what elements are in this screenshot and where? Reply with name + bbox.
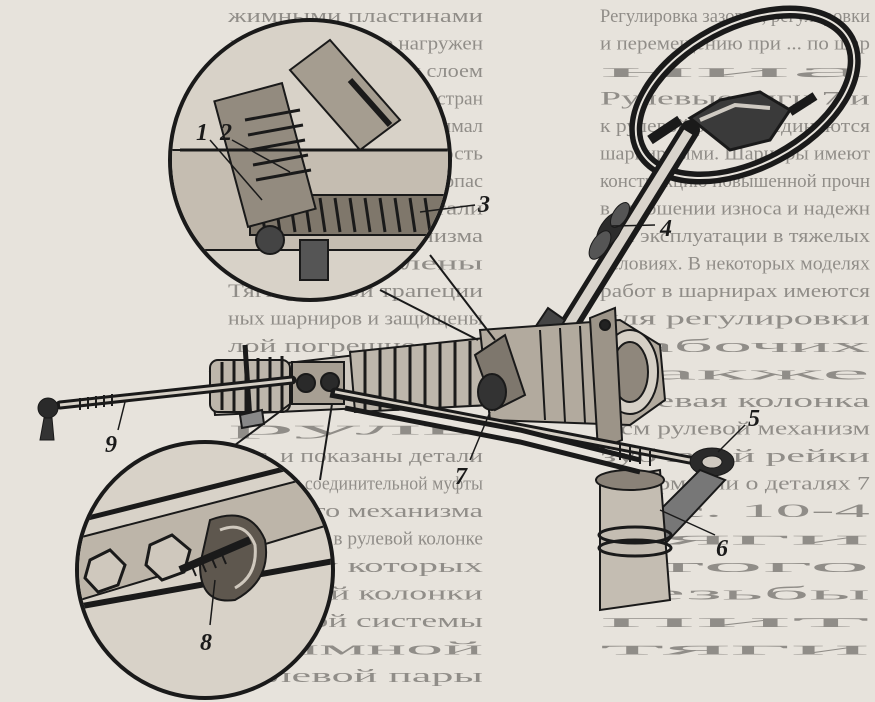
tie-rod-thread bbox=[79, 394, 113, 410]
background-text-line: рулевой пары bbox=[228, 666, 484, 687]
background-text-line: Рис. и показаны детали bbox=[228, 446, 483, 467]
background-text-line: жимными пластинами bbox=[227, 6, 483, 27]
callout-8: 8 bbox=[200, 630, 212, 656]
mounting-bracket bbox=[588, 306, 624, 452]
callout-leaders bbox=[117, 139, 746, 626]
steering-wheel bbox=[629, 5, 861, 185]
detail-leader-bottom bbox=[234, 403, 333, 481]
pinion-housing bbox=[473, 333, 527, 412]
background-text-line: для регулировки bbox=[600, 309, 870, 330]
callout-7: 7 bbox=[455, 464, 468, 490]
background-text-line: также bbox=[600, 364, 870, 385]
left-tie-rod bbox=[37, 375, 297, 441]
callout-5: 5 bbox=[748, 406, 760, 432]
background-text-line: информации о деталях 7 bbox=[600, 474, 870, 495]
background-text-line: рулевая колонка bbox=[600, 391, 871, 412]
detail-circle-top bbox=[168, 18, 452, 302]
background-text-line: ниа bbox=[600, 61, 875, 82]
callout-labels: 1 2 3 4 5 6 7 8 9 bbox=[105, 120, 760, 656]
callout-3: 3 bbox=[477, 192, 490, 218]
detail-circle-bottom bbox=[75, 440, 335, 700]
bushing bbox=[198, 514, 268, 602]
callout-6: 6 bbox=[716, 536, 728, 562]
background-text-line: в отношении износа и надежн bbox=[600, 199, 870, 220]
background-text-line: условиях. В некоторых моделях bbox=[600, 254, 871, 275]
subframe-arms bbox=[329, 392, 641, 475]
background-text-line: пит bbox=[600, 611, 875, 632]
background-text-line: ных шарниров и защищены bbox=[228, 309, 483, 330]
background-text-line: при эксплуатации в тяжелых bbox=[600, 226, 871, 247]
background-text-line: 8 см рулевой механизм bbox=[600, 419, 870, 440]
background-text-line: тяги bbox=[600, 639, 870, 660]
background-text-line: работ в шарнирах имеются bbox=[600, 281, 870, 302]
background-text-line: рабочих bbox=[600, 336, 872, 357]
callout-4: 4 bbox=[659, 216, 672, 242]
callout-9: 9 bbox=[105, 432, 117, 458]
background-text-line: и перемещению при ... по шар bbox=[600, 34, 870, 55]
detail-leader-top bbox=[379, 254, 496, 341]
callout-2: 2 bbox=[219, 120, 232, 146]
callout-1: 1 bbox=[196, 120, 208, 146]
